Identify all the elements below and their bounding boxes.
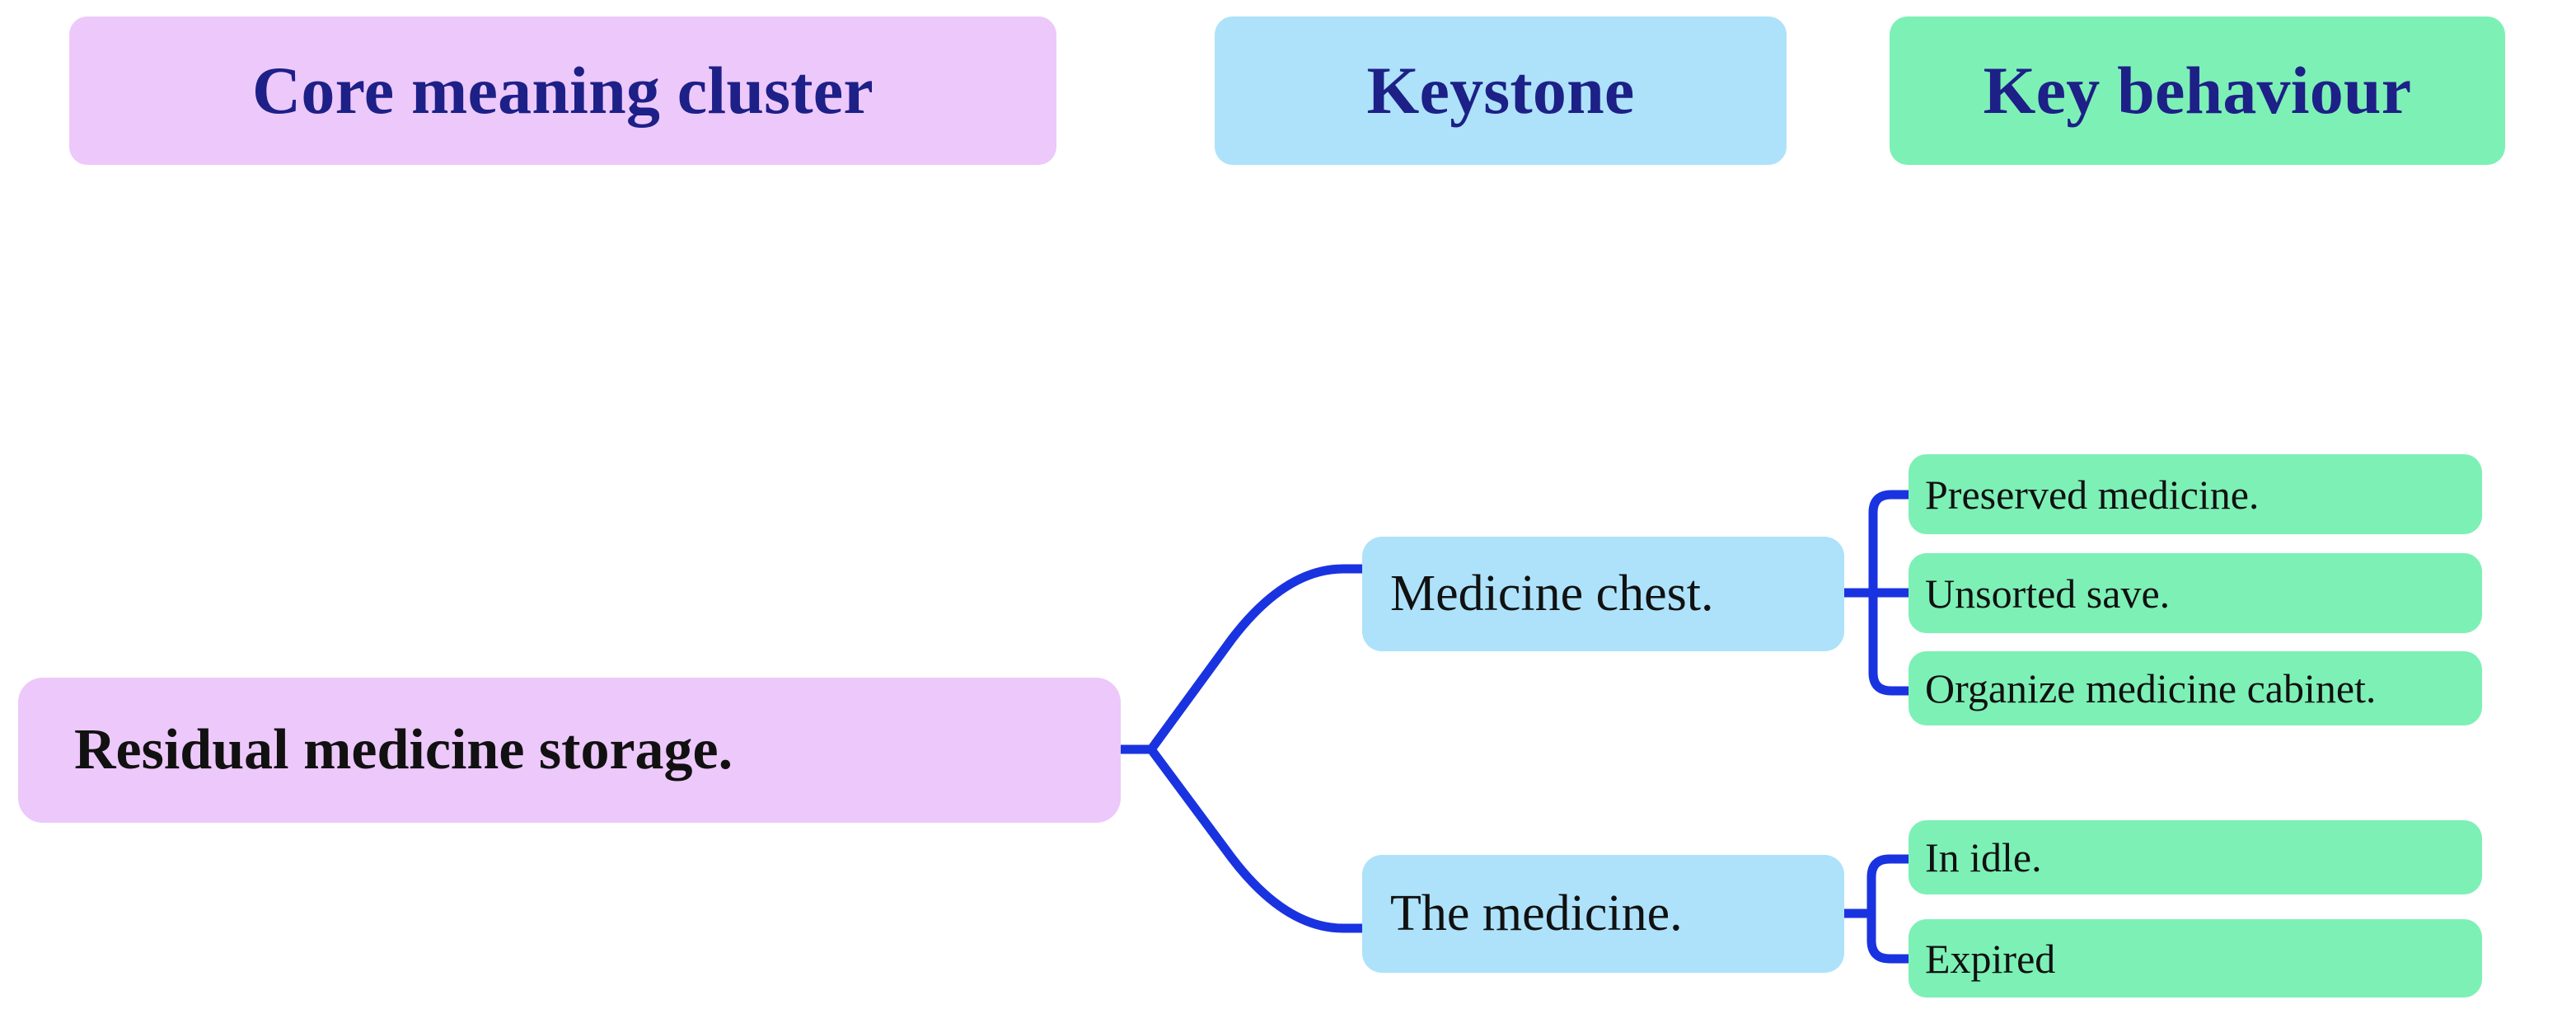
keystone-node-the-medicine[interactable]: The medicine. (1362, 855, 1844, 973)
behaviour-node-in-idle[interactable]: In idle. (1909, 820, 2482, 894)
link-branch-2-spine (1866, 854, 1899, 964)
legend-chip-key-behaviour: Key behaviour (1890, 16, 2505, 165)
link-root-to-keystone-1 (1146, 564, 1367, 754)
link-branch-1-spine (1868, 490, 1900, 696)
legend-chip-keystone: Keystone (1215, 16, 1787, 165)
behaviour-node-preserved-medicine[interactable]: Preserved medicine. (1909, 454, 2482, 534)
behaviour-node-unsorted-save[interactable]: Unsorted save. (1909, 553, 2482, 633)
legend-chip-core-meaning-cluster: Core meaning cluster (69, 16, 1056, 165)
root-node-residual-medicine-storage[interactable]: Residual medicine storage. (18, 678, 1121, 823)
keystone-node-medicine-chest[interactable]: Medicine chest. (1362, 537, 1844, 651)
behaviour-node-organize-medicine-cabinet[interactable]: Organize medicine cabinet. (1909, 651, 2482, 725)
link-root-to-keystone-2 (1146, 744, 1367, 933)
behaviour-node-expired[interactable]: Expired (1909, 919, 2482, 998)
